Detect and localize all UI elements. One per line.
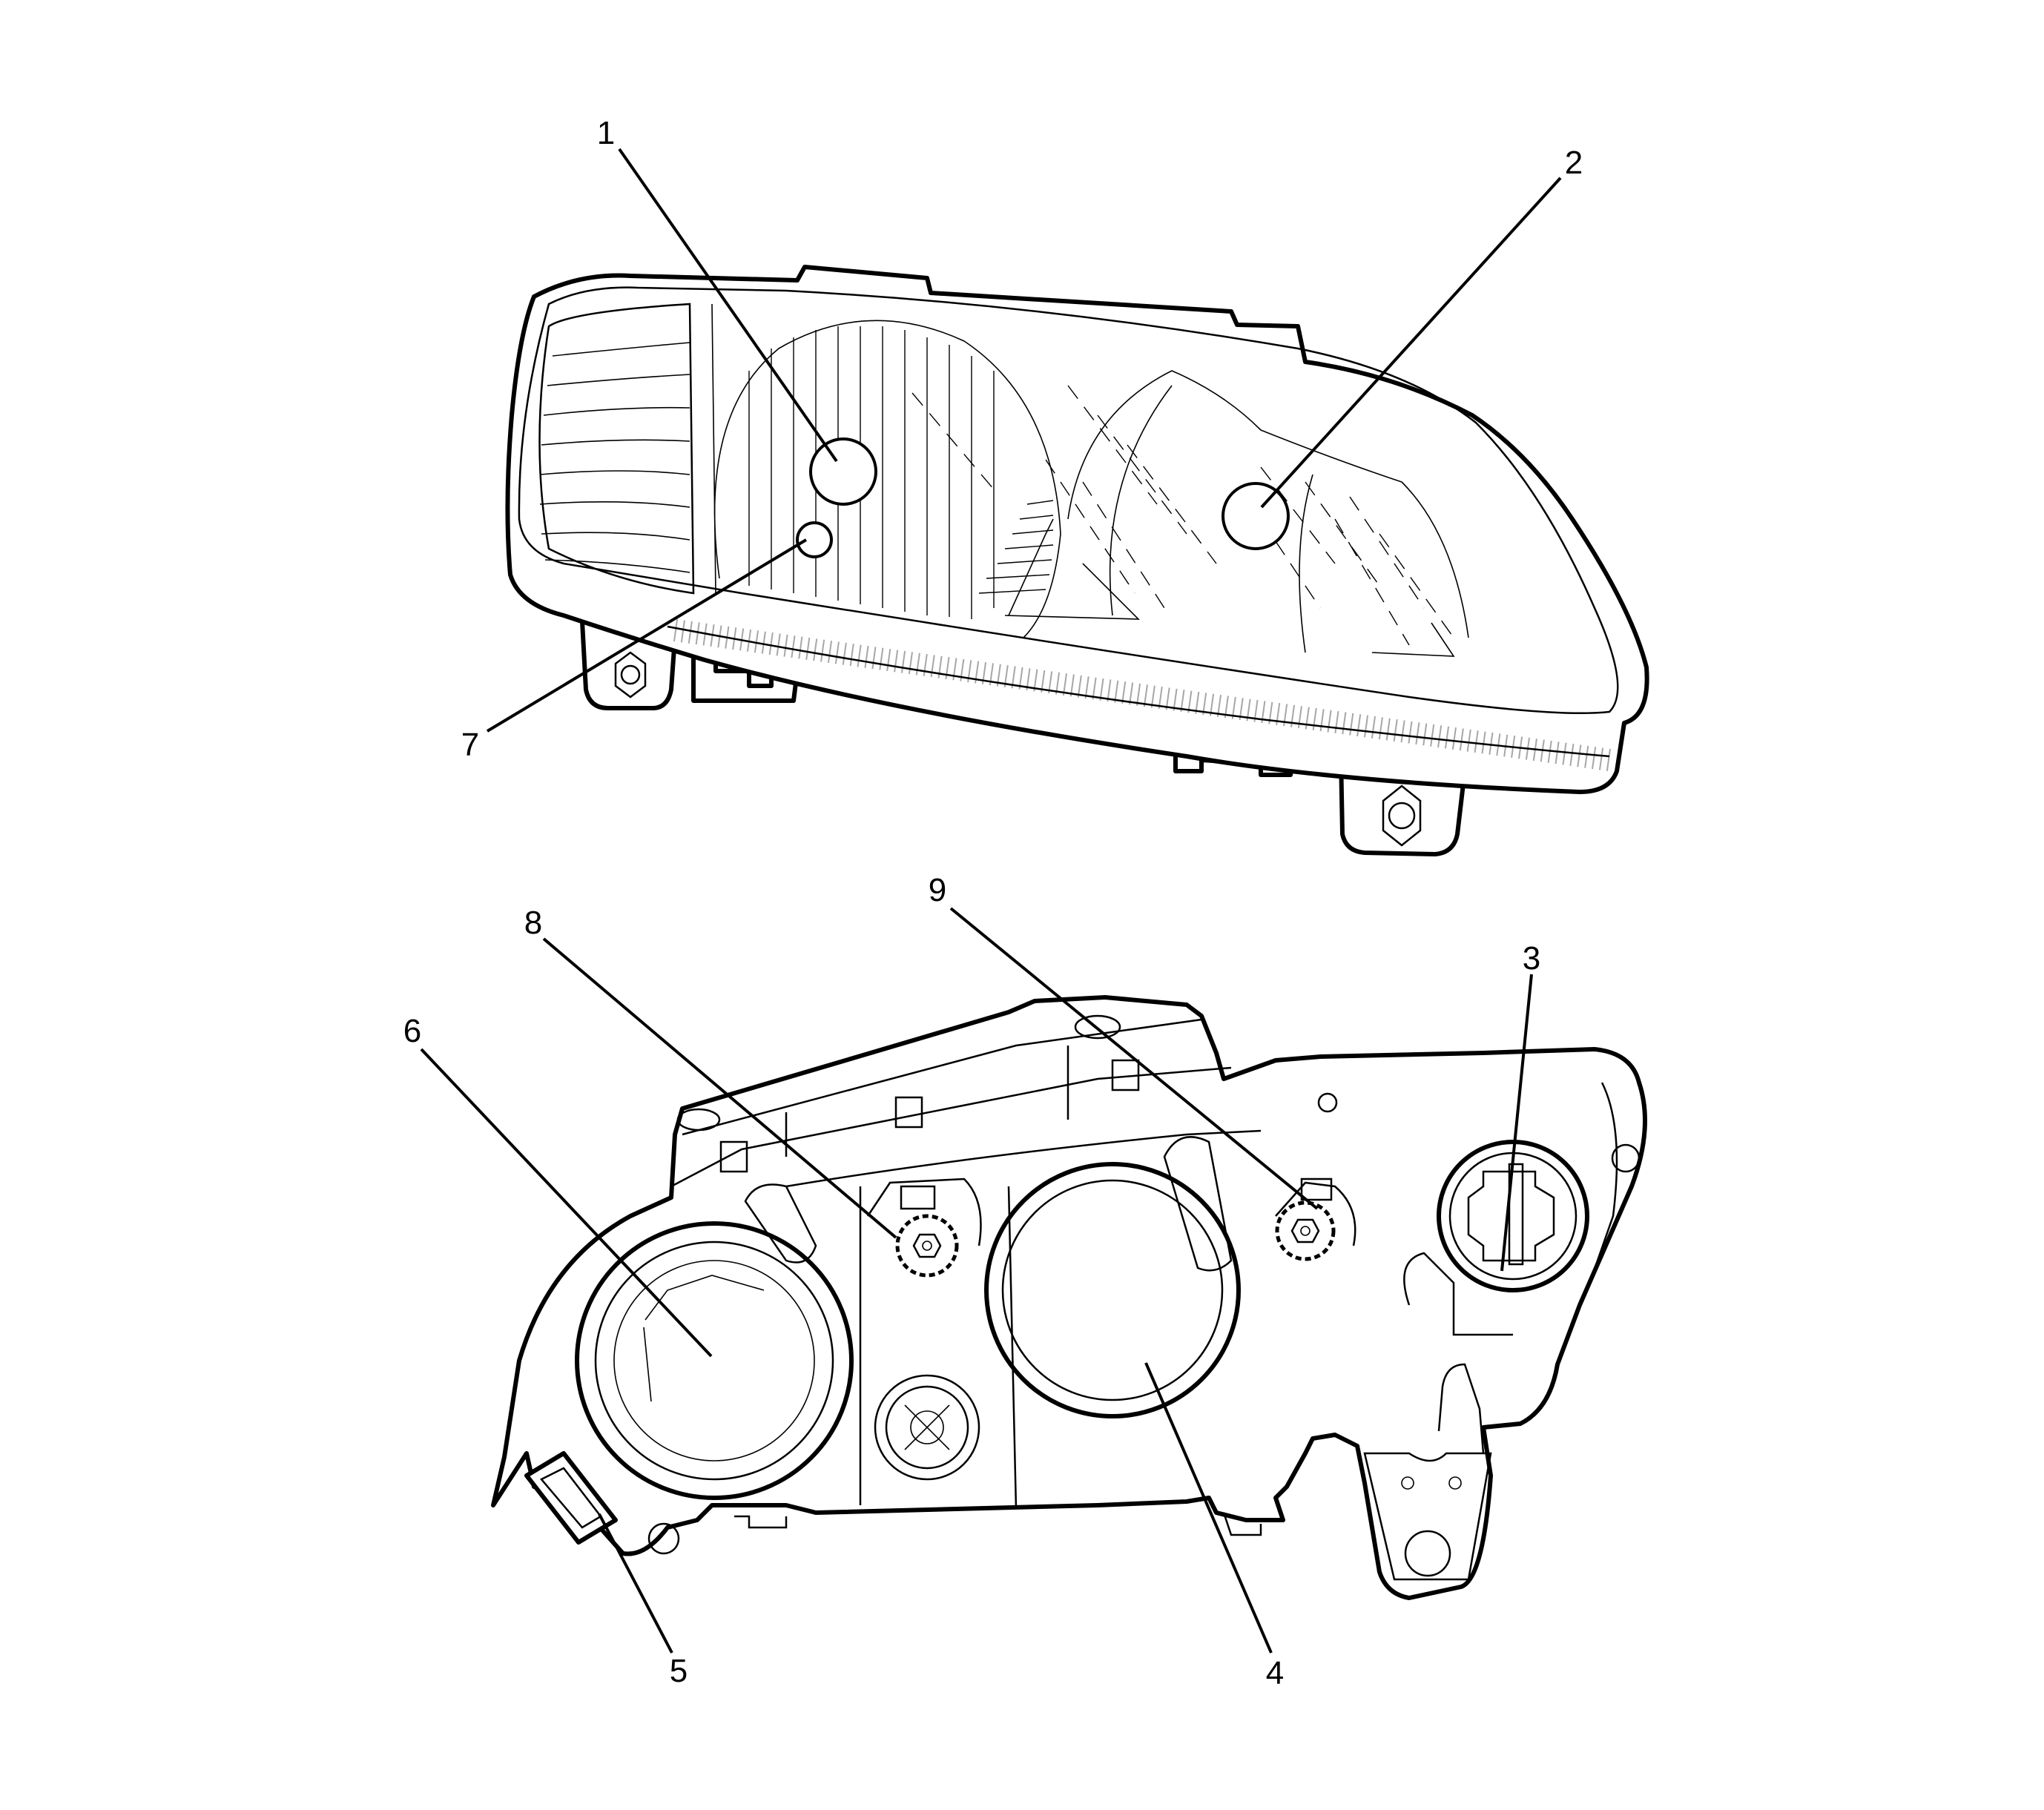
leader-4 [1144,1362,1273,1654]
callout-4: 4 [1266,1655,1284,1691]
rear-view-housing [491,995,1647,1600]
mount-foot-right [1363,1452,1492,1581]
callout-9: 9 [929,872,946,908]
bulb-7-location [796,521,833,558]
callout-8: 8 [524,905,542,941]
leader-lines [420,148,1562,1654]
lamp-socket-4-ring [984,1162,1241,1418]
callout-6: 6 [403,1013,421,1049]
bulb-1-location [809,437,877,506]
callout-3: 3 [1523,940,1540,977]
lamp-socket-6-ring [575,1221,854,1500]
leader-7 [486,538,808,733]
callout-5: 5 [670,1653,688,1689]
leader-6 [420,1048,713,1358]
callout-7: 7 [461,727,479,763]
adjuster-8 [866,1178,982,1278]
leader-5 [598,1513,673,1654]
side-marker-lens [538,303,695,595]
leader-2 [1260,176,1562,509]
leader-3 [1500,974,1533,1272]
leader-9 [949,907,1319,1210]
callout-labels: 1 2 7 8 9 3 6 5 4 [403,115,1583,1691]
callout-2: 2 [1565,145,1583,181]
bulb-2-location [1222,482,1290,550]
bulb-socket-3 [1437,1140,1589,1292]
leader-8 [542,937,897,1239]
front-view-headlamp [505,265,1649,856]
adjuster-9 [1275,1178,1356,1261]
callout-1: 1 [597,115,615,151]
leader-1 [618,148,838,463]
front-lamp-body [505,265,1649,794]
